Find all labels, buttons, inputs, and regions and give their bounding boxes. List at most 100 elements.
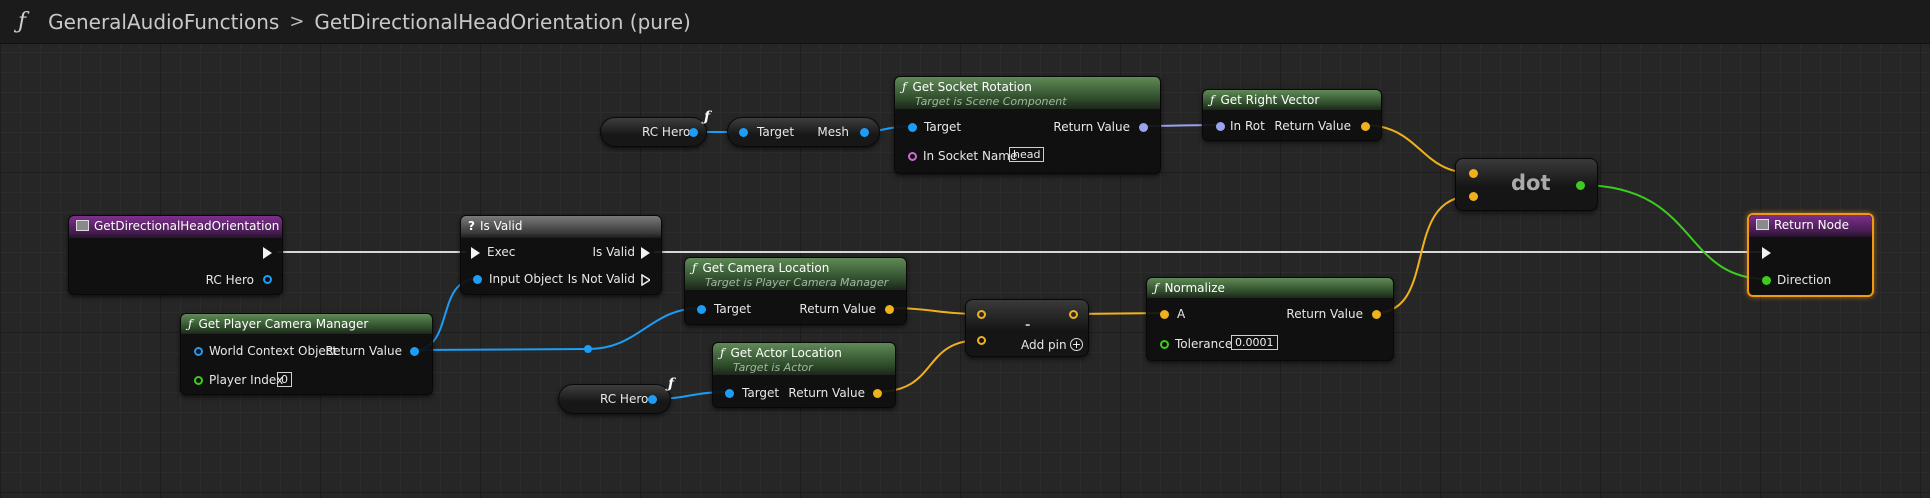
rc-hero-getter[interactable]: RC Hero ƒ — [600, 109, 710, 147]
subtract-node[interactable]: - Add pin + — [965, 299, 1089, 357]
direction-pin[interactable] — [1762, 276, 1771, 285]
pcm-out-pin[interactable] — [410, 347, 419, 356]
is-valid-exec-pin[interactable] — [641, 247, 650, 259]
exec-in-label: Exec — [487, 245, 516, 259]
rc-hero-getter[interactable]: RC Hero ƒ — [558, 376, 674, 414]
get-socket-rotation-node[interactable]: ƒ Get Socket Rotation Target is Scene Com… — [894, 76, 1161, 174]
get-socket-rotation-subtitle: Target is Scene Component — [915, 95, 1067, 108]
function-entry-node[interactable]: GetDirectionalHeadOrientation RC Hero — [68, 215, 283, 295]
wire-pcm-to-camera — [413, 307, 702, 351]
pcm-output-label: Return Value — [325, 344, 402, 358]
function-icon: ƒ — [1210, 93, 1215, 107]
player-index-label: Player Index — [209, 373, 284, 387]
subtract-b-pin[interactable] — [977, 336, 986, 345]
dot-a-pin[interactable] — [1469, 169, 1478, 178]
rc-hero-getter-label: RC Hero — [600, 392, 649, 406]
dot-b-pin[interactable] — [1469, 192, 1478, 201]
right-vector-out-pin[interactable] — [1361, 122, 1370, 131]
return-icon — [1756, 219, 1769, 230]
function-icon: ƒ — [902, 80, 907, 94]
is-valid-out-label: Is Valid — [592, 245, 635, 259]
get-right-vector-node[interactable]: ƒ Get Right Vector In Rot Return Value — [1202, 89, 1382, 141]
camera-target-pin[interactable] — [697, 305, 706, 314]
subtract-out-pin[interactable] — [1069, 310, 1078, 319]
get-camera-location-node[interactable]: ƒ Get Camera Location Target is Player Ca… — [684, 257, 907, 325]
breadcrumb-current: GetDirectionalHeadOrientation (pure) — [314, 9, 691, 34]
mesh-target-pin[interactable] — [739, 128, 748, 137]
input-object-pin[interactable] — [473, 275, 482, 284]
get-right-vector-title: Get Right Vector — [1220, 93, 1320, 107]
subtract-a-pin[interactable] — [977, 310, 986, 319]
camera-out-pin[interactable] — [885, 305, 894, 314]
exec-out-pin[interactable] — [263, 247, 272, 259]
in-rot-label: In Rot — [1230, 119, 1265, 133]
actor-target-pin[interactable] — [725, 389, 734, 398]
player-index-pin[interactable] — [194, 376, 203, 385]
socket-target-label: Target — [924, 120, 962, 134]
normalize-a-label: A — [1177, 307, 1186, 321]
input-object-label: Input Object — [489, 272, 563, 286]
get-actor-location-subtitle: Target is Actor — [733, 361, 813, 374]
function-icon: ƒ — [720, 346, 725, 360]
camera-target-label: Target — [714, 302, 752, 316]
world-context-label: World Context Object — [209, 344, 338, 358]
get-camera-location-title: Get Camera Location — [702, 261, 830, 275]
is-not-valid-label: Is Not Valid — [567, 272, 635, 286]
rc-hero-getter-label: RC Hero — [642, 125, 691, 139]
rc-hero-out-pin[interactable] — [263, 275, 272, 284]
is-valid-node[interactable]: ?Is Valid Exec Input Object Is Valid Is … — [460, 215, 662, 295]
dot-out-pin[interactable] — [1576, 181, 1585, 190]
mesh-output-label: Mesh — [817, 125, 849, 139]
right-vector-output-label: Return Value — [1274, 119, 1351, 133]
socket-rotation-output-label: Return Value — [1053, 120, 1130, 134]
dot-product-node[interactable]: dot — [1455, 158, 1598, 211]
direction-label: Direction — [1777, 273, 1832, 287]
function-icon: ƒ — [1154, 281, 1159, 295]
player-index-input[interactable]: 0 — [277, 372, 292, 387]
function-icon: ƒ — [667, 376, 674, 392]
tolerance-label: Tolerance — [1175, 337, 1233, 351]
function-icon: ƒ — [18, 9, 27, 34]
add-pin-label: Add pin — [1021, 338, 1067, 352]
return-node[interactable]: Return Node Direction — [1747, 213, 1874, 297]
normalize-out-pin[interactable] — [1372, 310, 1381, 319]
rc-hero-getter-out-pin[interactable] — [689, 128, 698, 137]
normalize-a-pin[interactable] — [1160, 310, 1169, 319]
mesh-target-label: Target — [757, 125, 795, 139]
tolerance-pin[interactable] — [1160, 340, 1169, 349]
socket-target-pin[interactable] — [908, 123, 917, 132]
return-exec-in-pin[interactable] — [1762, 247, 1771, 259]
exec-in-pin[interactable] — [471, 247, 480, 259]
world-context-pin[interactable] — [194, 347, 203, 356]
return-node-title: Return Node — [1774, 218, 1849, 232]
camera-output-label: Return Value — [799, 302, 876, 316]
mesh-out-pin[interactable] — [860, 128, 869, 137]
mesh-getter[interactable]: Target Mesh — [727, 117, 880, 147]
socket-name-label: In Socket Name — [923, 149, 1018, 163]
subtract-title: - — [1025, 318, 1031, 333]
socket-name-pin[interactable] — [908, 152, 917, 161]
is-valid-title: Is Valid — [479, 219, 523, 233]
actor-output-label: Return Value — [788, 386, 865, 400]
add-pin-plus-icon[interactable]: + — [1070, 338, 1083, 351]
reroute-knot[interactable] — [584, 345, 592, 353]
get-camera-location-subtitle: Target is Player Camera Manager — [705, 276, 889, 289]
normalize-title: Normalize — [1164, 281, 1225, 295]
function-entry-title: GetDirectionalHeadOrientation — [94, 219, 280, 233]
rc-hero-param-label: RC Hero — [205, 273, 254, 287]
socket-rotation-out-pin[interactable] — [1139, 123, 1148, 132]
in-rot-pin[interactable] — [1216, 122, 1225, 131]
is-not-valid-exec-pin[interactable] — [641, 274, 650, 286]
actor-out-pin[interactable] — [873, 389, 882, 398]
tolerance-input[interactable]: 0.0001 — [1231, 335, 1278, 350]
socket-name-input[interactable]: head — [1009, 147, 1045, 162]
breadcrumb-parent[interactable]: GeneralAudioFunctions — [48, 9, 280, 34]
function-icon: ƒ — [692, 261, 697, 275]
breadcrumb: ƒ GeneralAudioFunctions > GetDirectional… — [0, 0, 1930, 44]
get-socket-rotation-title: Get Socket Rotation — [912, 80, 1032, 94]
rc-hero-getter-out-pin[interactable] — [648, 395, 657, 404]
